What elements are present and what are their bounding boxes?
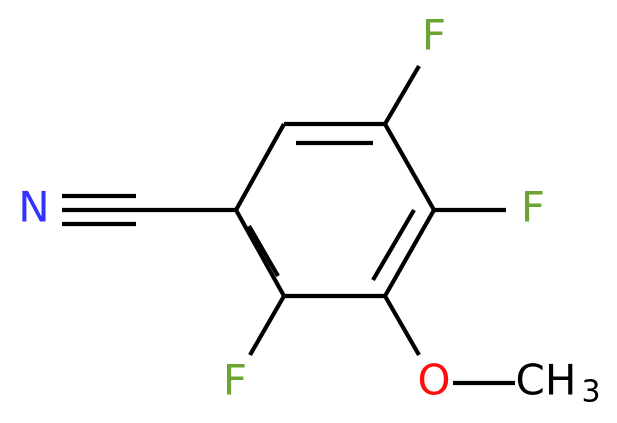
methyl-subscript-label: 3 (581, 375, 600, 410)
ring-bond-c3-c4 (383, 122, 436, 212)
fluorine-bottom-left-label: F (223, 356, 247, 405)
bond-c6-f-bottom-left (248, 294, 286, 357)
bond-c3-f-top (383, 64, 421, 126)
methyl-carbon-label: CH (516, 356, 577, 405)
ring-bond-c4-c5-inner (371, 208, 416, 282)
nitrogen-atom-label: N (18, 183, 49, 232)
ring-bond-c6-c1-inner (247, 224, 280, 278)
oxygen-atom-label: O (417, 356, 450, 405)
ring-bond-c4-c5 (383, 208, 436, 298)
bond-c5-o (383, 294, 421, 357)
ring-bond-c1-c2 (234, 122, 286, 212)
fluorine-top-label: F (422, 11, 446, 60)
ring-bond-c6-c1 (234, 208, 286, 298)
fluorine-right-label: F (521, 183, 545, 232)
